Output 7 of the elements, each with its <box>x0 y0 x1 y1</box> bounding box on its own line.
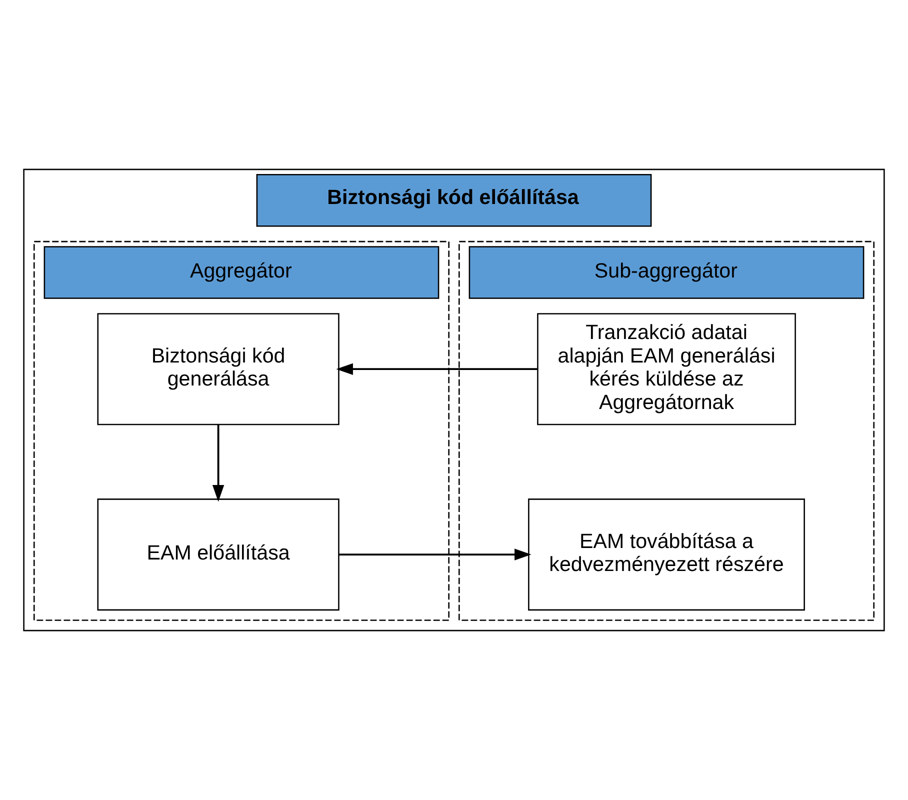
arrow <box>212 424 224 502</box>
arrow <box>336 363 538 375</box>
node-box: EAM továbbítása a kedvezményezett részére <box>528 498 805 611</box>
node-box: Tranzakció adatai alapján EAM generálási kérés küldése az Aggregátornak <box>537 313 796 426</box>
node-box: EAM előállítása <box>97 498 340 611</box>
node-box: Biztonsági kód generálása <box>97 313 340 426</box>
arrow <box>339 548 532 560</box>
